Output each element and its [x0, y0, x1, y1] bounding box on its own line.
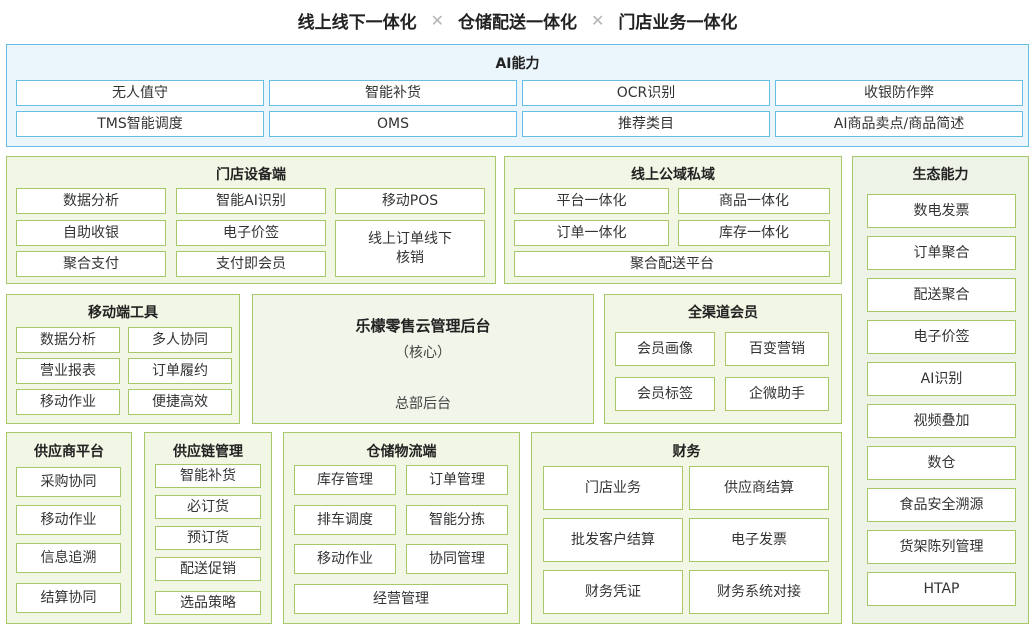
mobile-item: 移动作业: [16, 389, 120, 415]
finance-item: 门店业务: [543, 466, 683, 510]
member-item: 会员画像: [615, 332, 715, 366]
finance-item: 批发客户结算: [543, 518, 683, 562]
finance-item: 电子发票: [689, 518, 829, 562]
title-part-warehouse-delivery: 仓储配送一体化: [458, 12, 577, 33]
core-hq: 总部后台: [395, 396, 451, 412]
ecosystem-item: 配送聚合: [867, 278, 1016, 312]
store-device-item: 支付即会员: [176, 251, 326, 277]
supply-chain-panel: 供应链管理 智能补货 必订货 预订货 配送促销 选品策略: [144, 432, 272, 624]
mobile-item: 订单履约: [128, 358, 232, 384]
store-device-item: 聚合支付: [16, 251, 166, 277]
ai-item: AI商品卖点/商品简述: [775, 111, 1023, 137]
online-domain-item: 聚合配送平台: [514, 251, 830, 277]
supplier-item: 结算协同: [16, 583, 121, 613]
warehouse-item: 智能分拣: [406, 505, 508, 535]
finance-title: 财务: [672, 444, 701, 460]
supply-chain-item: 预订货: [155, 526, 261, 550]
finance-panel: 财务 门店业务 供应商结算 批发客户结算 电子发票 财务凭证 财务系统对接: [531, 432, 842, 624]
supply-chain-title: 供应链管理: [173, 444, 243, 460]
supplier-item: 采购协同: [16, 467, 121, 497]
ecosystem-item: HTAP: [867, 572, 1016, 606]
ecosystem-item: 视频叠加: [867, 404, 1016, 438]
store-devices-panel: 门店设备端 数据分析 智能AI识别 移动POS 自助收银 电子价签 线上订单线下…: [6, 156, 496, 284]
member-panel: 全渠道会员 会员画像 百变营销 会员标签 企微助手: [604, 294, 842, 424]
finance-item: 财务系统对接: [689, 570, 829, 614]
ecosystem-item: 数电发票: [867, 194, 1016, 228]
ai-item: 推荐类目: [522, 111, 770, 137]
header-title-row: 线上线下一体化 ✕ 仓储配送一体化 ✕ 门店业务一体化: [0, 6, 1035, 34]
mobile-item: 便捷高效: [128, 389, 232, 415]
online-domain-item: 商品一体化: [678, 188, 830, 214]
member-item: 会员标签: [615, 377, 715, 411]
ecosystem-item: AI识别: [867, 362, 1016, 396]
mobile-item: 营业报表: [16, 358, 120, 384]
ecosystem-item: 订单聚合: [867, 236, 1016, 270]
supply-chain-item: 必订货: [155, 495, 261, 519]
online-domain-item: 库存一体化: [678, 220, 830, 246]
ai-item: 无人值守: [16, 80, 264, 106]
ai-item: TMS智能调度: [16, 111, 264, 137]
warehouse-item: 订单管理: [406, 465, 508, 495]
warehouse-item: 移动作业: [294, 544, 396, 574]
store-device-item: 线上订单线下核销: [335, 220, 485, 277]
ai-item: 收银防作弊: [775, 80, 1023, 106]
core-subtitle: （核心）: [395, 345, 451, 361]
supplier-platform-panel: 供应商平台 采购协同 移动作业 信息追溯 结算协同: [6, 432, 132, 624]
supplier-title: 供应商平台: [34, 444, 104, 460]
finance-item: 财务凭证: [543, 570, 683, 614]
finance-item: 供应商结算: [689, 466, 829, 510]
ecosystem-panel: 生态能力 数电发票 订单聚合 配送聚合 电子价签 AI识别 视频叠加 数仓 食品…: [852, 156, 1029, 624]
ecosystem-item: 数仓: [867, 446, 1016, 480]
member-title: 全渠道会员: [688, 305, 758, 321]
mobile-item: 多人协同: [128, 327, 232, 353]
ai-item: OCR识别: [522, 80, 770, 106]
warehouse-item: 经营管理: [294, 584, 508, 614]
ai-item: 智能补货: [269, 80, 517, 106]
store-device-item: 自助收银: [16, 220, 166, 246]
mobile-tools-panel: 移动端工具 数据分析 多人协同 营业报表 订单履约 移动作业 便捷高效: [6, 294, 240, 424]
warehouse-item: 协同管理: [406, 544, 508, 574]
warehouse-title: 仓储物流端: [366, 444, 437, 460]
supply-chain-item: 配送促销: [155, 557, 261, 581]
member-item: 百变营销: [725, 332, 829, 366]
cross-separator-icon: ✕: [430, 10, 444, 30]
member-item: 企微助手: [725, 377, 829, 411]
core-title: 乐檬零售云管理后台: [355, 317, 491, 335]
online-domain-panel: 线上公域私域 平台一体化 商品一体化 订单一体化 库存一体化 聚合配送平台: [504, 156, 842, 284]
supplier-item: 信息追溯: [16, 543, 121, 573]
store-device-item: 数据分析: [16, 188, 166, 214]
core-platform-panel: 乐檬零售云管理后台 （核心） 总部后台: [252, 294, 594, 424]
ecosystem-item: 货架陈列管理: [867, 530, 1016, 564]
ai-item: OMS: [269, 111, 517, 137]
store-device-item: 智能AI识别: [176, 188, 326, 214]
store-devices-title: 门店设备端: [216, 167, 286, 183]
warehouse-panel: 仓储物流端 库存管理 订单管理 排车调度 智能分拣 移动作业 协同管理 经营管理: [283, 432, 520, 624]
store-device-item: 移动POS: [335, 188, 485, 214]
supply-chain-item: 智能补货: [155, 464, 261, 488]
ai-panel: AI能力 无人值守 智能补货 OCR识别 收银防作弊 TMS智能调度 OMS 推…: [6, 44, 1029, 147]
warehouse-item: 库存管理: [294, 465, 396, 495]
online-domain-item: 平台一体化: [514, 188, 669, 214]
mobile-item: 数据分析: [16, 327, 120, 353]
ai-panel-title: AI能力: [495, 56, 540, 72]
ecosystem-item: 食品安全溯源: [867, 488, 1016, 522]
supplier-item: 移动作业: [16, 505, 121, 535]
supply-chain-item: 选品策略: [155, 591, 261, 615]
online-domain-title: 线上公域私域: [631, 167, 715, 183]
mobile-tools-title: 移动端工具: [88, 305, 158, 321]
title-part-store-business: 门店业务一体化: [618, 12, 738, 33]
online-domain-item: 订单一体化: [514, 220, 669, 246]
ecosystem-item: 电子价签: [867, 320, 1016, 354]
warehouse-item: 排车调度: [294, 505, 396, 535]
ecosystem-title: 生态能力: [912, 167, 969, 183]
store-device-item: 电子价签: [176, 220, 326, 246]
title-part-online-offline: 线上线下一体化: [297, 12, 417, 33]
cross-separator-icon: ✕: [591, 10, 605, 30]
